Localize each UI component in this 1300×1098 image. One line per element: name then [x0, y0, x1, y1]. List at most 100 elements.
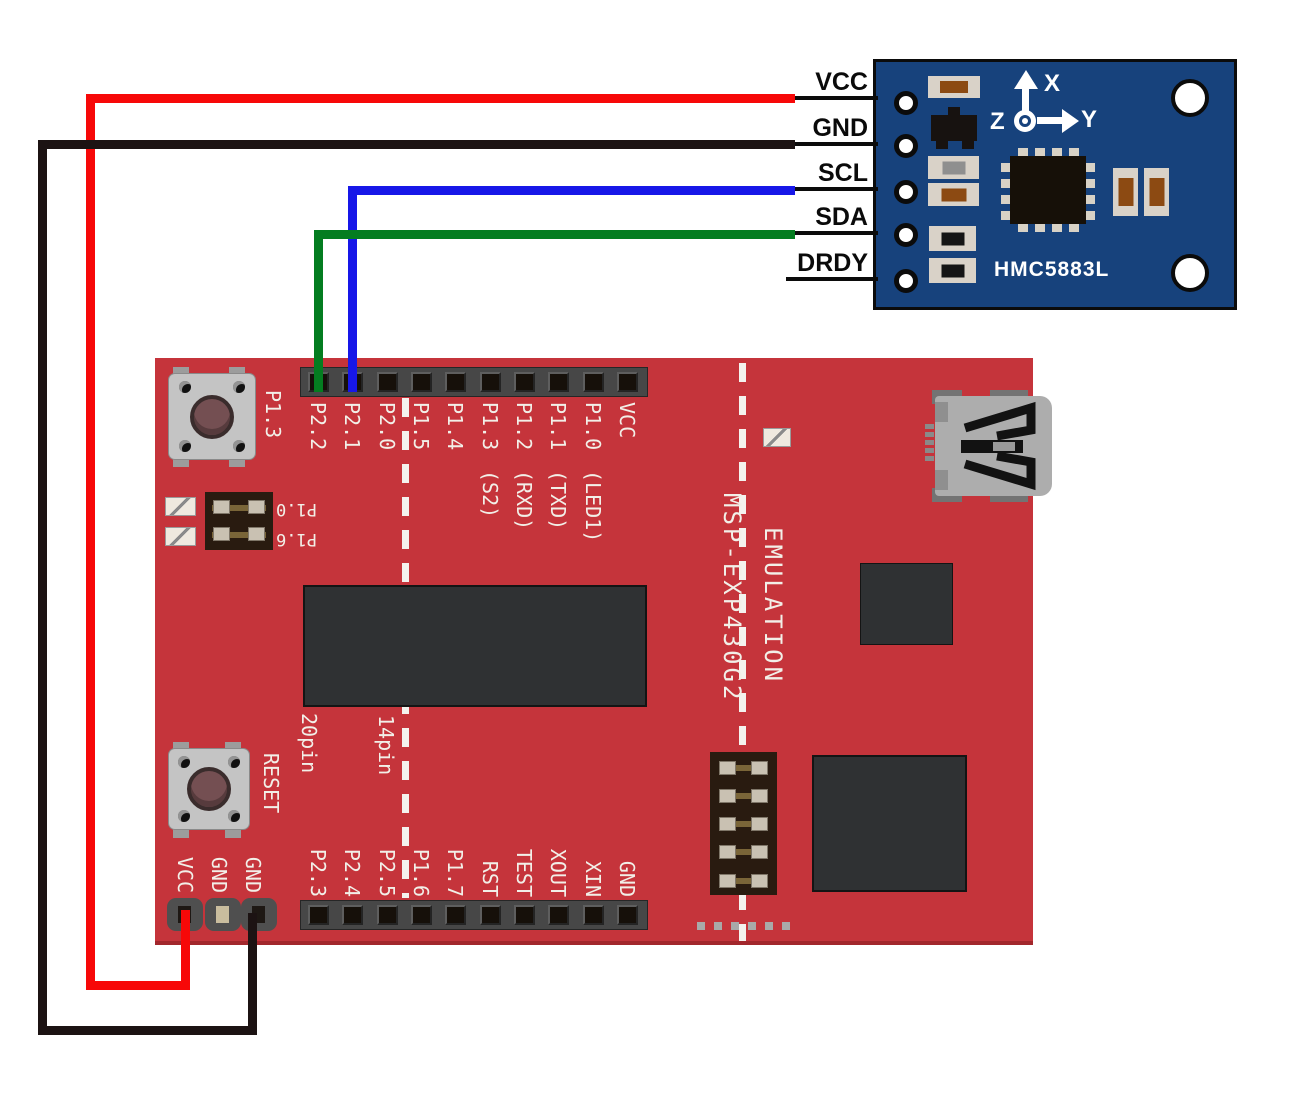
- module-pin-label-drdy: DRDY: [797, 249, 868, 277]
- board-emulation-label: EMULATION: [759, 527, 787, 685]
- top-pin-label: P2.2: [306, 402, 330, 451]
- bottom-pin-label: P2.5: [375, 848, 399, 897]
- msp-exp430g2-board: P2.2 P2.1 P2.0 P1.5 P1.4 P1.3 P1.2 P1.1 …: [155, 358, 1052, 945]
- solder-pad: [731, 922, 739, 930]
- top-pin-label: P1.5: [409, 402, 433, 451]
- section-label-14pin: 14pin: [374, 715, 398, 776]
- bottom-pin-label: XOUT: [546, 848, 570, 897]
- smd-capacitor: [929, 258, 976, 283]
- jumper-label-p10: P1.0: [276, 499, 317, 519]
- usb-trident-icon: [961, 401, 1036, 491]
- smd-capacitor: [1113, 168, 1138, 216]
- bottom-pin-label: XIN: [581, 860, 605, 897]
- sot23-leg: [936, 141, 948, 149]
- axis-label-z: Z: [990, 108, 1005, 135]
- z-axis-circle-icon: [1014, 110, 1036, 132]
- smd-resistor: [928, 76, 980, 98]
- module-pin-scl: [894, 180, 918, 204]
- leader-line-drdy: [786, 277, 878, 281]
- module-pin-label-sda: SDA: [815, 203, 868, 231]
- top-pin-label: P1.0: [581, 402, 605, 451]
- gnd-power-pin: [241, 898, 277, 931]
- bottom-pin-label: P2.3: [306, 848, 330, 897]
- bottom-pin-label: GND: [615, 860, 639, 897]
- solder-pad: [782, 922, 790, 930]
- p13-button-label: P1.3: [261, 390, 285, 439]
- emulation-jumper-block: [710, 752, 777, 895]
- solder-pad: [697, 922, 705, 930]
- vcc-wire-segment: [86, 981, 190, 990]
- scl-wire-segment: [348, 186, 795, 195]
- emulation-led: [763, 428, 791, 447]
- top-pin-note: (TXD): [546, 470, 570, 531]
- led-red: [165, 497, 196, 516]
- z-axis-dot: [1022, 118, 1028, 124]
- solder-pad: [765, 922, 773, 930]
- bottom-pin-header: [300, 900, 648, 930]
- vcc-wire-segment: [86, 94, 95, 990]
- hmc5883l-module: X Z Y HMC5883L: [873, 59, 1237, 310]
- solder-pad: [748, 922, 756, 930]
- bottom-pin-label: RST: [478, 860, 502, 897]
- usb-pin: [925, 424, 934, 429]
- usb-pin: [925, 440, 934, 445]
- x-axis-arrow-icon: [1014, 70, 1038, 89]
- leader-line-vcc: [786, 96, 878, 100]
- leader-line-sda: [786, 231, 878, 235]
- smd-capacitor: [1144, 168, 1169, 216]
- top-pin-note: (LED1): [581, 470, 605, 543]
- top-pin-label: P1.4: [443, 402, 467, 451]
- module-pin-gnd: [894, 134, 918, 158]
- emulation-divider: [739, 363, 746, 941]
- smd-capacitor: [929, 226, 976, 251]
- gnd-wire-segment: [38, 140, 795, 149]
- module-name-label: HMC5883L: [994, 258, 1110, 281]
- module-pin-label-vcc: VCC: [815, 68, 868, 96]
- gnd-wire-segment: [38, 140, 47, 1035]
- module-pin-label-scl: SCL: [818, 159, 868, 187]
- top-pin-label: P1.3: [478, 402, 502, 451]
- msp430-dip-chip: [303, 585, 647, 707]
- section-label-20pin: 20pin: [297, 713, 321, 774]
- y-axis-arrow-icon: [1062, 109, 1079, 133]
- smd-resistor: [928, 156, 979, 179]
- smd-resistor: [928, 183, 979, 206]
- top-pin-header: [300, 367, 648, 397]
- led-green: [165, 527, 196, 546]
- mini-usb-connector: [935, 396, 1052, 496]
- bottom-pin-label: P2.4: [340, 848, 364, 897]
- module-pin-sda: [894, 223, 918, 247]
- top-pin-note: (RXD): [512, 470, 536, 531]
- reset-button-label: RESET: [259, 753, 283, 814]
- top-pin-label: P2.1: [340, 402, 364, 451]
- module-pin-label-gnd: GND: [812, 114, 868, 142]
- reset-pushbutton: [168, 748, 250, 830]
- p13-pushbutton: [168, 373, 256, 460]
- emulation-chip-large: [812, 755, 967, 892]
- y-axis-shaft: [1037, 117, 1062, 124]
- leader-line-gnd: [786, 142, 878, 146]
- power-pin-label-vcc: VCC: [173, 856, 197, 893]
- top-pin-note: (S2): [478, 470, 502, 519]
- vcc-wire-segment: [181, 910, 190, 990]
- power-pin-label-gnd: GND: [241, 856, 265, 893]
- axis-label-x: X: [1044, 70, 1061, 97]
- leader-line-scl: [786, 187, 878, 191]
- top-pin-label: P1.2: [512, 402, 536, 451]
- power-pin-label-gnd: GND: [207, 856, 231, 893]
- gnd-power-pin: [205, 898, 241, 931]
- sda-wire-segment: [314, 230, 323, 392]
- gnd-wire-segment: [38, 1026, 257, 1035]
- sot23-transistor: [931, 115, 977, 141]
- mounting-hole: [1171, 79, 1209, 117]
- x-axis-shaft: [1022, 88, 1029, 114]
- led-jumper-block: [205, 492, 273, 550]
- top-pin-label: P2.0: [375, 402, 399, 451]
- module-pin-drdy: [894, 269, 918, 293]
- usb-pin: [925, 432, 934, 437]
- jumper-label-p16: P1.6: [276, 529, 317, 549]
- sot23-leg: [962, 141, 974, 149]
- gnd-wire-segment: [248, 913, 257, 1035]
- board-model-label: MSP-EXP430G2: [718, 493, 746, 703]
